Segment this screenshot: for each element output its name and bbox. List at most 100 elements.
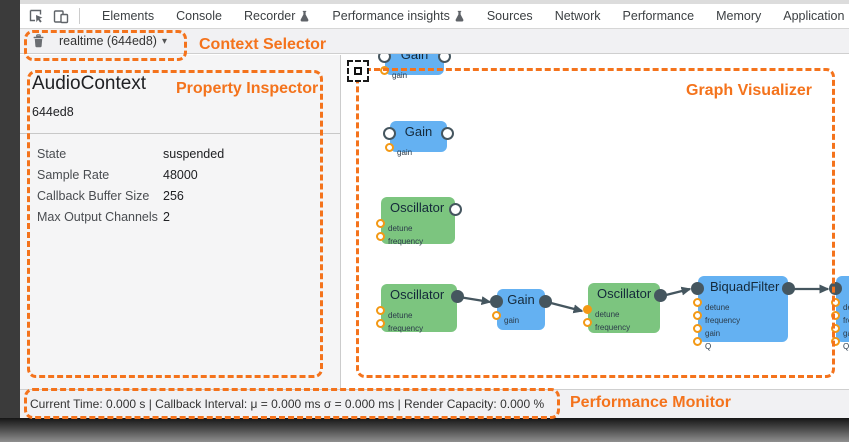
property-row: State suspended [20, 143, 340, 164]
tab-console[interactable]: Console [176, 9, 222, 23]
param-row: Q [693, 336, 788, 351]
output-pin[interactable] [654, 289, 667, 302]
param-port-detune[interactable] [831, 298, 840, 307]
input-pin[interactable] [490, 295, 503, 308]
tab-network[interactable]: Network [554, 9, 601, 23]
tab-application[interactable]: Application [783, 9, 845, 23]
param-row: detune [583, 304, 660, 319]
param-label: detune [388, 311, 413, 320]
param-row: frequency [583, 317, 660, 332]
param-row: gain [831, 323, 849, 338]
node-title: BiquadFilter [710, 279, 780, 294]
property-value: 256 [163, 188, 184, 203]
input-pin[interactable] [691, 282, 704, 295]
param-port-gain[interactable] [693, 324, 702, 333]
param-port-detune[interactable] [693, 298, 702, 307]
audio-node-gain-3[interactable]: Gain gain [490, 289, 552, 330]
param-row: gain [380, 65, 444, 80]
param-port-detune[interactable] [376, 306, 385, 315]
param-port-gain[interactable] [492, 311, 501, 320]
tab-memory[interactable]: Memory [716, 9, 762, 23]
output-pin[interactable] [441, 127, 454, 140]
input-pin[interactable] [383, 127, 396, 140]
param-row: gain [693, 323, 788, 338]
param-row: gain [385, 142, 447, 157]
param-label: frequency [388, 237, 424, 246]
param-label: frequency [595, 323, 631, 332]
node-title: Gain [404, 124, 433, 139]
flask-icon [300, 10, 309, 22]
param-label: detune [843, 303, 849, 312]
param-label: Q [843, 342, 849, 351]
param-port-frequency[interactable] [376, 319, 385, 328]
property-label: Max Output Channels [37, 209, 158, 224]
output-pin[interactable] [539, 295, 552, 308]
audio-edge-gain-3-to-oscillator-3-detune [546, 300, 584, 314]
devtools-toolbar: Elements Console Recorder Performance insig… [20, 4, 849, 29]
tab-elements[interactable]: Elements [102, 9, 155, 23]
window-background-bottom [0, 418, 849, 442]
property-row: Max Output Channels 2 [20, 206, 340, 227]
param-port-Q[interactable] [693, 337, 702, 346]
tab-sources[interactable]: Sources [486, 9, 533, 23]
param-label: gain [504, 316, 520, 325]
node-title: Gain [507, 292, 535, 307]
audio-node-oscillator-1[interactable]: Oscillator detune frequency [376, 197, 462, 246]
audio-node-gain-2[interactable]: Gain gain [383, 121, 454, 157]
param-label: Q [705, 342, 712, 351]
param-label: detune [388, 224, 413, 233]
trash-icon[interactable] [32, 34, 45, 48]
audio-edge-oscillator-2-to-gain-3 [458, 295, 492, 306]
property-label: State [37, 146, 67, 161]
tab-performance-insights[interactable]: Performance insights [332, 9, 464, 23]
param-port-detune[interactable] [583, 305, 592, 314]
param-row: detune [831, 297, 849, 312]
property-value: suspended [163, 146, 225, 161]
param-row: Q [831, 336, 849, 351]
device-toolbar-icon[interactable] [53, 8, 69, 24]
audio-context-title: AudioContext [32, 73, 147, 94]
context-selector-bar: realtime (644ed8) ▾ [20, 29, 849, 54]
param-port-detune[interactable] [376, 219, 385, 228]
param-port-frequency[interactable] [831, 311, 840, 320]
param-label: detune [705, 303, 730, 312]
param-row: frequency [831, 310, 849, 325]
input-pin[interactable] [829, 282, 842, 295]
property-value: 2 [163, 209, 170, 224]
param-port-gain[interactable] [385, 143, 394, 152]
performance-monitor-bar: Current Time: 0.000 s | Callback Interva… [20, 389, 849, 418]
param-port-frequency[interactable] [583, 318, 592, 327]
param-row: gain [492, 310, 545, 325]
param-label: gain [705, 329, 721, 338]
param-row: frequency [376, 231, 455, 246]
tab-recorder[interactable]: Recorder [244, 9, 310, 23]
inspect-cursor-icon[interactable] [28, 8, 44, 24]
output-pin[interactable] [449, 203, 462, 216]
node-title: Oscillator [390, 200, 445, 215]
param-port-gain[interactable] [380, 66, 389, 75]
output-pin[interactable] [451, 290, 464, 303]
param-port-frequency[interactable] [376, 232, 385, 241]
property-label: Callback Buffer Size [37, 188, 150, 203]
output-pin[interactable] [782, 282, 795, 295]
property-label: Sample Rate [37, 167, 110, 182]
param-row: detune [376, 305, 457, 320]
context-selector-value[interactable]: realtime (644ed8) [59, 34, 157, 48]
param-row: frequency [693, 310, 788, 325]
param-port-Q[interactable] [831, 337, 840, 346]
chevron-down-icon[interactable]: ▾ [161, 35, 167, 47]
param-port-frequency[interactable] [693, 311, 702, 320]
param-row: detune [693, 297, 788, 312]
toolbar-tabs: Elements Console Recorder Performance insig… [102, 9, 844, 23]
param-port-gain[interactable] [831, 324, 840, 333]
tab-performance[interactable]: Performance [622, 9, 695, 23]
flask-icon [455, 10, 464, 22]
